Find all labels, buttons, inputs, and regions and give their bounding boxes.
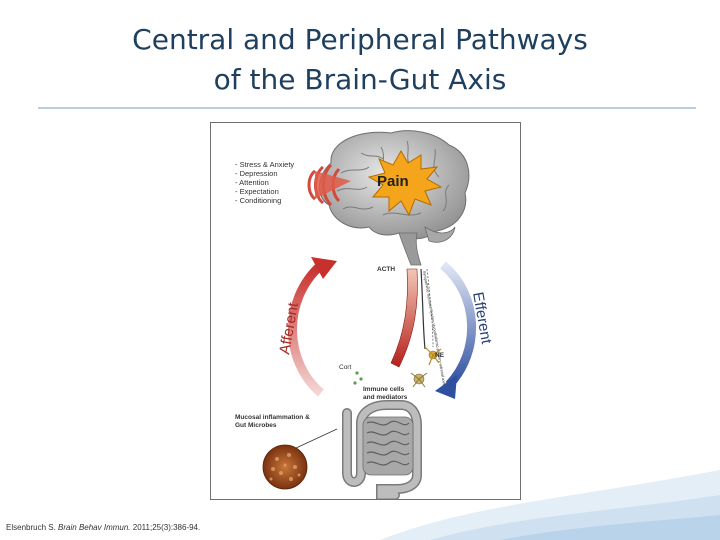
citation-details: 2011;25(3):386-94. <box>132 523 201 532</box>
afferent-arrow <box>288 257 337 397</box>
gut-illustration <box>342 400 422 499</box>
cns-factor: - Expectation <box>235 187 279 196</box>
mucosal-label-2: Gut Microbes <box>235 422 277 429</box>
stress-cone <box>315 171 351 199</box>
ne-neuron-icon <box>424 346 442 366</box>
cns-factor: - Conditioning <box>235 196 281 205</box>
title-line-1: Central and Peripheral Pathways <box>132 23 588 56</box>
mucosa-biopsy-icon <box>262 444 308 490</box>
citation-journal: Brain Behav Immun. <box>58 523 131 532</box>
cns-factor: - Stress & Anxiety <box>235 160 294 169</box>
figure-canvas: - Stress & Anxiety - Depression - Attent… <box>235 130 495 499</box>
acth-label: ACTH <box>377 266 395 273</box>
cns-factor: - Depression <box>235 169 278 178</box>
immune-cell-icon <box>410 372 428 388</box>
cort-label: Cort <box>339 364 351 371</box>
citation: Elsenbruch S. Brain Behav Immun. 2011;25… <box>6 523 200 532</box>
mucosal-label-1: Mucosal inflammation & <box>235 414 310 421</box>
title-divider <box>38 107 696 109</box>
immune-label-2: and mediators <box>363 394 408 401</box>
pain-label: Pain <box>377 173 409 190</box>
pain-burst <box>367 150 443 217</box>
ne-label: NE <box>435 352 445 359</box>
slide-title: Central and Peripheral Pathways of the B… <box>0 20 720 100</box>
efferent-arrow <box>435 261 477 399</box>
immune-label-1: Immune cells <box>363 386 405 393</box>
cns-factor: - Attention <box>235 178 269 187</box>
title-line-2: of the Brain-Gut Axis <box>213 63 507 96</box>
brain-gut-figure: - Stress & Anxiety - Depression - Attent… <box>210 122 521 500</box>
descending-pathway <box>390 268 434 368</box>
citation-authors: Elsenbruch S. <box>6 523 56 532</box>
cort-dots-icon <box>353 371 363 385</box>
pathway-text: Sympathetic Nervous System Hypothalamic-… <box>422 270 447 385</box>
